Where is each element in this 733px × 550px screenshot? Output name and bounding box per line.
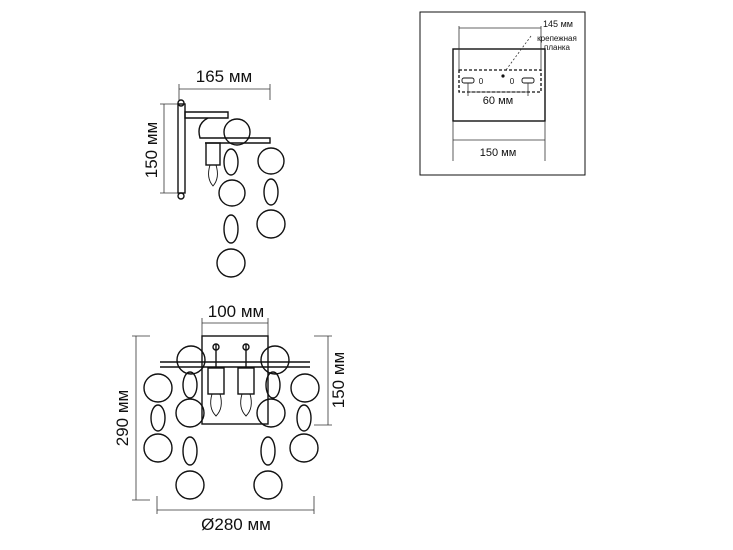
mount-plate — [452, 48, 546, 122]
front-ring — [265, 371, 281, 399]
front-ring — [260, 345, 290, 375]
side-bulb — [208, 164, 218, 187]
side-ring — [218, 179, 246, 207]
mount-bracket-leader — [505, 35, 532, 71]
mount-slot-right — [521, 77, 535, 84]
mount-holes-label: 60 мм — [483, 95, 513, 107]
side-height-label: 150 мм — [142, 122, 161, 178]
mount-slot-left — [461, 77, 475, 84]
side-ring — [223, 214, 239, 244]
front-wall-plate — [201, 335, 269, 425]
side-arm-lower — [198, 117, 271, 144]
side-lamp-holder — [205, 142, 221, 166]
front-ring — [175, 470, 205, 500]
mount-frame — [419, 11, 586, 176]
side-ring — [256, 209, 286, 239]
side-plate-screw-bottom — [177, 192, 185, 200]
mount-plate-width-label: 150 мм — [480, 147, 517, 159]
front-ring — [296, 404, 312, 432]
side-view: 165 мм 150 мм — [142, 67, 286, 278]
front-stem-cap — [212, 343, 220, 351]
front-ring — [256, 398, 286, 428]
front-ring — [143, 373, 173, 403]
front-stem-cap — [242, 343, 250, 351]
front-ring — [143, 433, 173, 463]
front-ring — [176, 345, 206, 375]
front-lamp-holder-left — [207, 367, 225, 395]
side-ring — [216, 248, 246, 278]
front-ring — [289, 433, 319, 463]
front-right-height-label: 150 мм — [329, 352, 348, 408]
side-width-label: 165 мм — [196, 67, 252, 86]
front-ring — [175, 398, 205, 428]
mount-bracket-label-line1: крепежная — [537, 34, 577, 43]
side-arm-upper — [184, 111, 229, 119]
mount-bracket-label-line2: планка — [544, 43, 571, 52]
side-ring — [257, 147, 285, 175]
front-bulb-left — [210, 393, 222, 417]
front-bulb-right — [240, 393, 252, 417]
side-ring — [223, 118, 251, 146]
side-ring — [263, 178, 279, 206]
side-ring — [223, 148, 239, 176]
front-lamp-holder-right — [237, 367, 255, 395]
front-diameter-label: Ø280 мм — [201, 515, 271, 534]
mount-hole-mark: 0 — [479, 77, 484, 86]
front-top-width-label: 100 мм — [208, 302, 264, 321]
mount-plate-view: 145 мм крепежная планка 0 0 60 мм 150 мм — [419, 11, 586, 176]
front-view: 100 мм 290 мм 150 мм Ø280 мм — [113, 302, 348, 534]
mount-center-point — [501, 74, 505, 78]
mount-145-label: 145 мм — [543, 19, 573, 29]
side-plate-screw-top — [177, 99, 185, 107]
front-ring — [260, 436, 276, 466]
front-ring — [150, 404, 166, 432]
front-ring — [253, 470, 283, 500]
front-height-label: 290 мм — [113, 390, 132, 446]
mount-bracket-dashed — [458, 69, 542, 93]
front-ring — [290, 373, 320, 403]
side-wall-plate — [177, 103, 186, 194]
mount-hole-mark: 0 — [510, 77, 515, 86]
front-ring — [182, 371, 198, 399]
front-ring — [182, 436, 198, 466]
